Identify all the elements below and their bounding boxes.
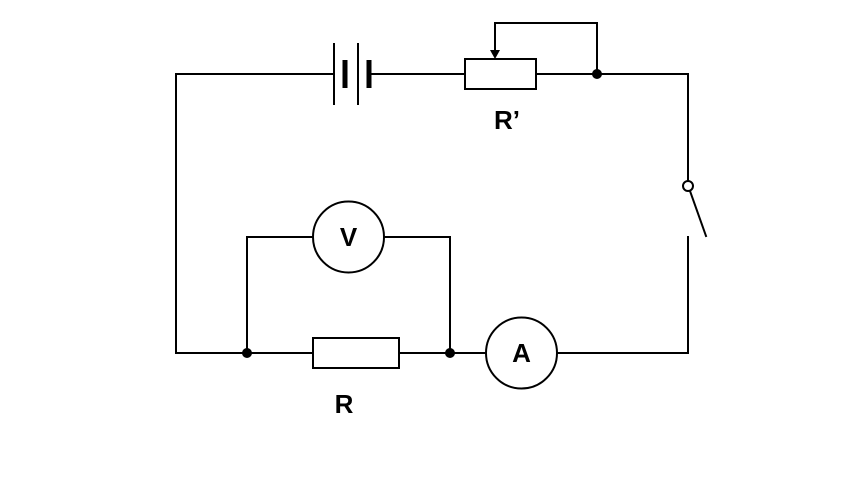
voltmeter-wire-left [246, 236, 314, 354]
ammeter: A [485, 316, 558, 390]
resistor-body [312, 337, 400, 369]
rheostat: R’ [464, 22, 602, 135]
junction-dot-rheostat [592, 69, 602, 79]
voltmeter-circle [312, 200, 385, 274]
resistor-label: R [335, 389, 354, 419]
junction-dot-right [445, 348, 455, 358]
ammeter-label: A [512, 338, 531, 368]
rheostat-slider-wire [494, 22, 598, 75]
junction-dot-left [242, 348, 252, 358]
switch-pivot [682, 180, 694, 192]
rheostat-slider-arrow-icon [490, 50, 500, 59]
rheostat-label: R’ [494, 105, 520, 135]
resistor: R [312, 337, 400, 419]
switch-blade [688, 189, 708, 238]
ammeter-circle [485, 316, 558, 390]
voltmeter-label: V [340, 222, 358, 252]
battery-icon [333, 43, 372, 105]
rheostat-body [464, 58, 537, 90]
voltmeter-branch: V [246, 200, 451, 354]
switch-icon [682, 180, 708, 238]
main-wires [175, 73, 689, 354]
voltmeter-wire-right [383, 236, 451, 354]
